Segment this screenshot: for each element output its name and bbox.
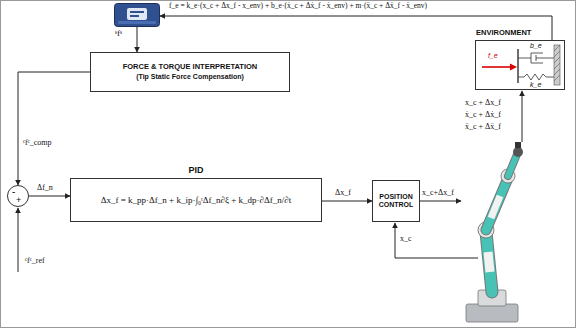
signal-label: ẍ_c + Δẍ_f (464, 122, 502, 131)
controller-box: PIDΔx_f = k_pp·Δf_n + k_ip·∫₀ᵗΔf_n∂ξ + k… (70, 178, 322, 222)
signal-arrow (322, 201, 372, 202)
signal-label: Δx_f (334, 188, 352, 197)
signal-arrow (137, 27, 138, 52)
environment-box: ENVIRONMENTf_eb_ek_e (475, 40, 565, 90)
signal-label: x_c + Δx_f (464, 98, 502, 107)
signal-label: ẋ_c + Δẋ_f (464, 110, 502, 119)
reference-wire (18, 208, 19, 272)
signal-label: x_c+Δx_f (421, 188, 455, 197)
formula: Δx_f = k_pp·Δf_n + k_ip·∫₀ᵗΔf_n∂ξ + k_dp… (101, 195, 292, 205)
force-sensor: ˢfˢ (114, 3, 160, 27)
robot-arm (466, 142, 523, 322)
motion-wire (522, 91, 523, 142)
signal-label: Δf_n (36, 183, 54, 192)
sign: - (12, 186, 15, 198)
damper-label: b_e (530, 42, 542, 50)
process-box: POSITION CONTROL (372, 180, 420, 222)
box-title: PID (71, 165, 321, 175)
sensor-icon (114, 3, 160, 27)
box-subtitle: (Tip Static Force Compensation) (136, 73, 244, 81)
signal-label: x_c (399, 234, 413, 243)
feedback-wire (395, 223, 478, 258)
spring-damper-symbol (476, 41, 564, 89)
force-label: f_e (488, 52, 498, 60)
box-title: POSITION CONTROL (376, 193, 416, 209)
signal-label: ᶜfᶜ_comp (22, 138, 53, 147)
summing-junction: -+ (7, 185, 29, 207)
signal-arrow (18, 72, 90, 185)
box-title: FORCE & TORQUE INTERPRETATION (123, 63, 258, 72)
command-wire (418, 201, 461, 202)
sensor-label: ˢfˢ (115, 28, 122, 38)
spring-label: k_e (530, 81, 541, 89)
force-equation: f_e = k_e·(x_c + Δx_f - x_env) + b_e·(ẋ_… (168, 2, 428, 11)
signal-arrow (29, 196, 70, 197)
sign: + (16, 195, 21, 205)
box-title: ENVIRONMENT (476, 29, 531, 38)
process-box: FORCE & TORQUE INTERPRETATION(Tip Static… (90, 52, 290, 92)
signal-label: ᶜfᶜ_ref (24, 256, 46, 265)
signal-arrow (160, 16, 552, 40)
